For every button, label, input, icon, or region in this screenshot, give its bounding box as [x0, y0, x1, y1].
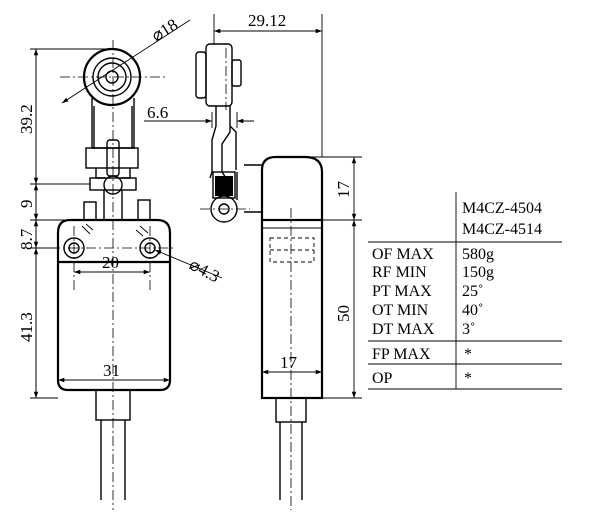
- side-lever: [209, 106, 238, 223]
- spec-label-of: OF MAX: [372, 246, 434, 263]
- dim-lever-length: 29.12: [248, 11, 286, 30]
- spec-value-dt: 3˚: [462, 321, 475, 338]
- spec-value-rf: 150g: [462, 264, 494, 281]
- model-2: M4CZ-4514: [462, 221, 542, 238]
- dim-body-height: 41.3: [17, 312, 36, 342]
- spec-label-pt: PT MAX: [372, 283, 432, 300]
- spec-label-dt: DT MAX: [372, 321, 435, 338]
- side-head: [244, 155, 324, 220]
- spec-label-rf: RF MIN: [372, 264, 427, 281]
- spec-label-ot: OT MIN: [372, 302, 429, 319]
- dim-body-depth: 17: [280, 353, 298, 372]
- spec-value-fp: *: [464, 346, 472, 363]
- dim-body-height-right: 50: [334, 305, 353, 322]
- dim-roller-dia: ⌀18: [148, 15, 181, 46]
- side-dimensions: [144, 14, 362, 399]
- dim-head-height: 9: [17, 200, 36, 209]
- spec-value-of: 580g: [462, 246, 494, 263]
- model-1: M4CZ-4504: [462, 200, 542, 217]
- spec-label-fp: FP MAX: [372, 346, 431, 363]
- actuator-head: [83, 139, 151, 221]
- dim-mount-offset: 8.7: [17, 228, 36, 250]
- spec-value-op: *: [464, 370, 472, 387]
- dim-hole-spacing: 20: [102, 253, 119, 272]
- dim-lever-height: 39.2: [17, 104, 36, 134]
- side-view: [195, 43, 324, 510]
- dim-lever-offset: 6.6: [147, 103, 168, 122]
- front-view: [50, 40, 176, 510]
- front-dimensions: [30, 19, 223, 399]
- dim-body-width: 31: [103, 361, 120, 380]
- spec-value-ot: 40˚: [462, 302, 483, 319]
- spec-value-pt: 25˚: [462, 283, 483, 300]
- spec-table: [368, 192, 562, 390]
- dim-top-height: 17: [334, 181, 353, 199]
- side-cable-gland: [275, 397, 307, 500]
- side-roller: [195, 43, 242, 107]
- spec-label-op: OP: [372, 370, 393, 387]
- dim-hole-dia: ⌀4.3: [186, 255, 223, 287]
